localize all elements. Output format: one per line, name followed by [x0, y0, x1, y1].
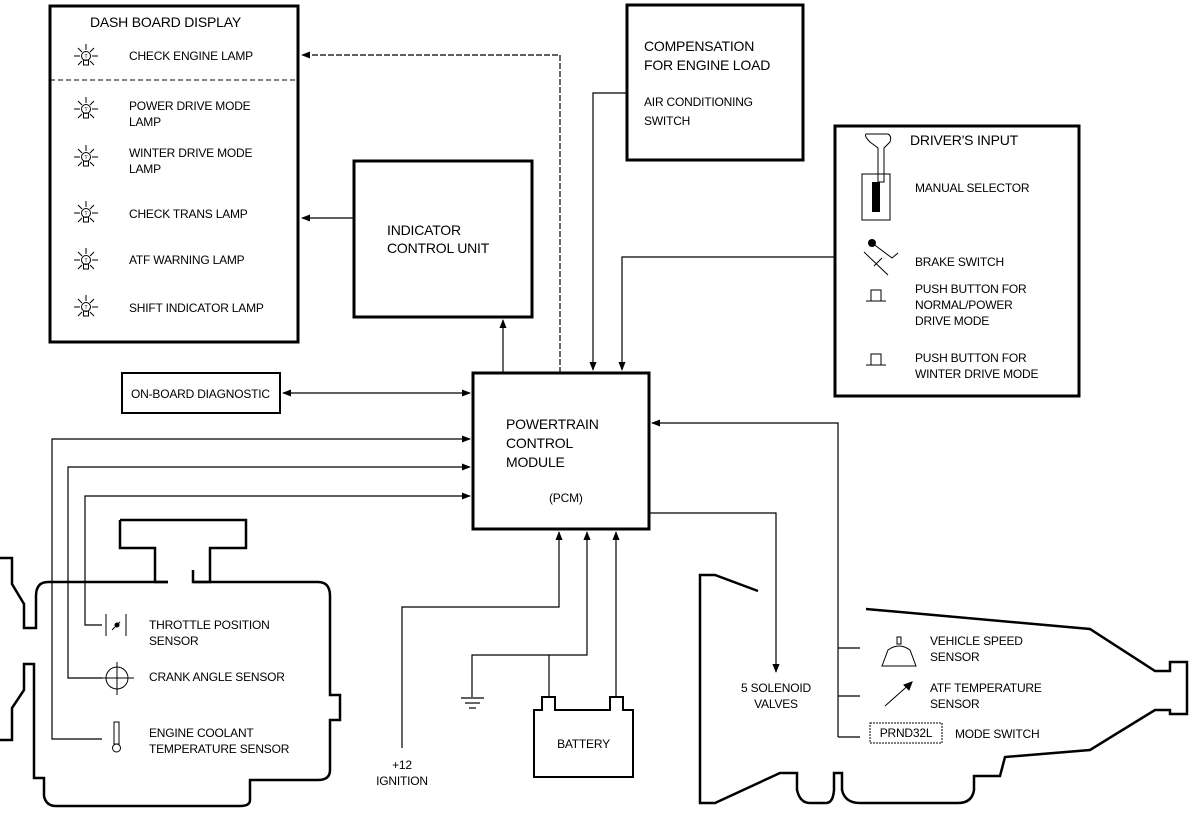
push-button-normal-label-2: NORMAL/POWER: [915, 298, 1013, 312]
drivers-input-box: [833, 124, 1081, 398]
transmission-outline: [698, 573, 1189, 805]
throttle-position-sensor-icon: [105, 614, 127, 636]
throttle-label-2: SENSOR: [149, 634, 199, 648]
ignition-label-1: +12: [392, 758, 412, 772]
engine-outline: [0, 518, 342, 808]
push-button-normal-label-1: PUSH BUTTON FOR: [915, 282, 1027, 296]
lamp-label-atf-warning: ATF WARNING LAMP: [129, 253, 245, 267]
push-button-icon: [866, 353, 886, 366]
line-drivers-input-to-pcm: [618, 256, 835, 371]
line-pcm-to-check-engine: [301, 51, 561, 373]
atf-temp-label-2: SENSOR: [930, 697, 980, 711]
mode-switch-label: MODE SWITCH: [955, 727, 1040, 741]
pcm-label-2: CONTROL: [506, 435, 574, 451]
lamp-bulb-icon: [73, 294, 99, 317]
push-button-winter-label-1: PUSH BUTTON FOR: [915, 351, 1027, 365]
compensation-box: [625, 3, 805, 162]
battery-icon: [533, 696, 634, 778]
pcm-label-3: MODULE: [506, 454, 565, 470]
icu-label-1: INDICATOR: [387, 222, 461, 238]
line-ignition-to-pcm: [401, 531, 563, 748]
lamp-label-power-drive-2: LAMP: [129, 115, 161, 129]
indicator-control-unit-box: [352, 159, 534, 319]
coolant-label-1: ENGINE COOLANT: [149, 726, 254, 740]
dashboard-title: DASH BOARD DISPLAY: [90, 14, 241, 30]
brake-switch-label: BRAKE SWITCH: [915, 255, 1004, 269]
lamp-label-winter-drive-2: LAMP: [129, 162, 161, 176]
lamp-label-shift-indicator: SHIFT INDICATOR LAMP: [129, 301, 264, 315]
throttle-label-1: THROTTLE POSITION: [149, 618, 270, 632]
lamp-label-check-trans: CHECK TRANS LAMP: [129, 207, 248, 221]
pcm-label-1: POWERTRAIN: [506, 416, 599, 432]
lamp-bulb-icon: [73, 96, 99, 119]
on-board-diagnostic-box: [121, 372, 281, 414]
vss-label-2: SENSOR: [930, 650, 980, 664]
lamp-bulb-icon: [73, 43, 99, 66]
pcm-abbr: (PCM): [549, 491, 583, 505]
crank-angle-sensor-icon: [101, 662, 134, 695]
lamp-bulb-icon: [73, 144, 99, 167]
push-button-icon: [866, 289, 886, 302]
pcm-box: [471, 371, 651, 531]
line-coolant-to-pcm: [51, 435, 471, 740]
prnd32l-badge-box: [869, 722, 943, 744]
push-button-normal-label-3: DRIVE MODE: [915, 314, 990, 328]
ac-switch-label-1: AIR CONDITIONING: [644, 95, 753, 109]
lamp-label-winter-drive: WINTER DRIVE MODE: [129, 146, 253, 160]
brake-switch-icon: [863, 239, 899, 276]
solenoid-label-2: VALVES: [754, 697, 798, 711]
lamp-bulb-icon: [73, 247, 99, 270]
manual-selector-label: MANUAL SELECTOR: [915, 181, 1030, 195]
vehicle-speed-sensor-icon: [881, 636, 917, 667]
dashboard-display-box: [48, 4, 300, 344]
manual-selector-icon: [861, 133, 892, 221]
lamp-label-power-drive: POWER DRIVE MODE: [129, 99, 251, 113]
coolant-temperature-sensor-icon: [112, 721, 121, 753]
lamp-label-check-engine: CHECK ENGINE LAMP: [129, 49, 253, 63]
line-ac-to-pcm: [589, 92, 627, 371]
icu-label-2: CONTROL UNIT: [387, 240, 490, 256]
solenoid-label-1: 5 SOLENOID: [740, 681, 812, 695]
line-crank-to-pcm: [67, 463, 471, 679]
atf-temperature-sensor-icon: [884, 681, 913, 707]
lamp-bulb-icon: [73, 200, 99, 223]
crank-label: CRANK ANGLE SENSOR: [149, 670, 285, 684]
ignition-label-2: IGNITION: [376, 774, 428, 788]
prnd32l-badge: PRND32L: [879, 726, 933, 740]
obd-label: ON-BOARD DIAGNOSTIC: [131, 387, 270, 401]
line-trans-sensors-to-pcm: [651, 419, 839, 737]
vss-label-1: VEHICLE SPEED: [930, 634, 1023, 648]
line-ground-to-pcm: [471, 531, 591, 697]
compensation-title-1: COMPENSATION: [644, 38, 755, 54]
compensation-title-2: FOR ENGINE LOAD: [644, 57, 771, 73]
ac-switch-label-2: SWITCH: [644, 114, 691, 128]
drivers-input-title: DRIVER'S INPUT: [910, 132, 1018, 148]
line-pcm-to-solenoids: [649, 512, 780, 673]
battery-label: BATTERY: [557, 737, 610, 751]
push-button-winter-label-2: WINTER DRIVE MODE: [915, 367, 1039, 381]
atf-temp-label-1: ATF TEMPERATURE: [930, 681, 1042, 695]
coolant-label-2: TEMPERATURE SENSOR: [149, 742, 290, 756]
line-throttle-to-pcm: [84, 492, 471, 626]
ground-icon: [461, 697, 484, 709]
